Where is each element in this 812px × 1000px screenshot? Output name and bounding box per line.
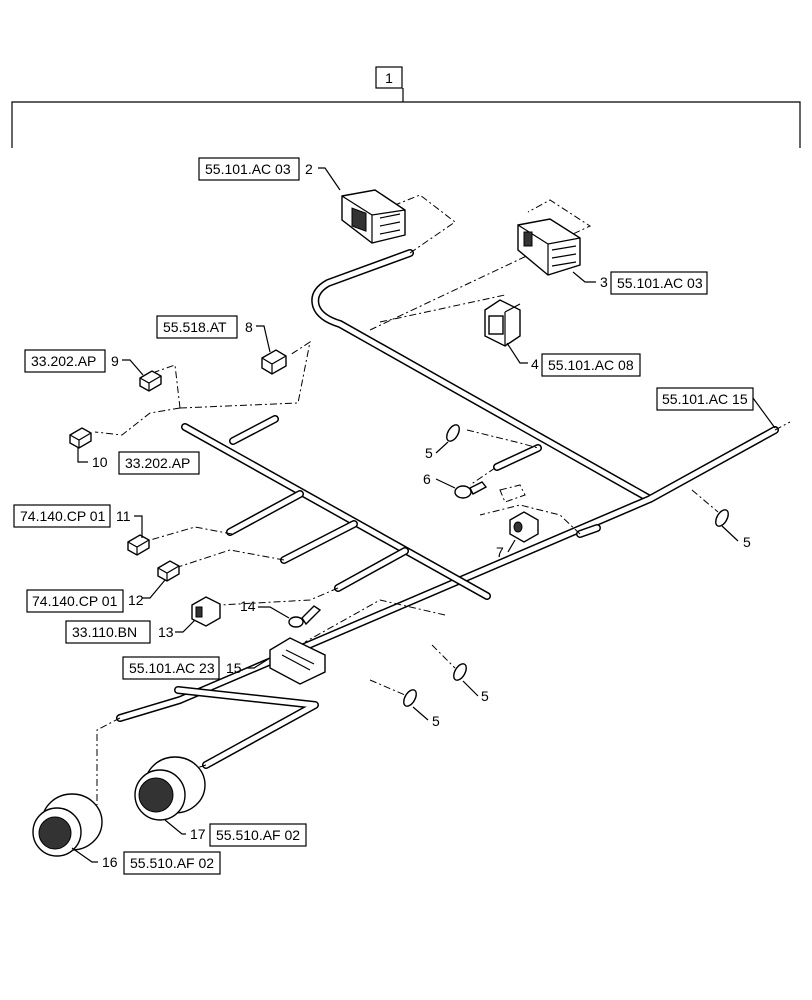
callout-17-ref: 55.510.AF 02 [216, 827, 300, 843]
ring-terminal-14-icon [288, 605, 322, 628]
callout-12-ref: 74.140.CP 01 [32, 593, 118, 609]
callout-6: 6 [423, 471, 456, 489]
callout-16-number: 16 [102, 854, 118, 870]
callout-11: 74.140.CP 01 11 [13, 504, 143, 538]
callout-3-number: 3 [600, 274, 608, 290]
callout-9: 33.202.AP 9 [24, 349, 144, 376]
callout-13: 33.110.BN 13 [65, 619, 196, 644]
callout-17-number: 17 [190, 826, 206, 842]
callout-13-ref: 33.110.BN [72, 624, 137, 640]
terminal-11-icon [127, 534, 150, 556]
callout-10-ref: 33.202.AP [125, 455, 190, 471]
callout-16-ref: 55.510.AF 02 [130, 855, 214, 871]
terminal-9-icon [139, 370, 162, 392]
harness-wires [116, 249, 779, 769]
callout-8-ref: 55.518.AT [163, 319, 227, 335]
callout-4-ref: 55.101.AC 08 [548, 357, 634, 373]
callout-5-c: 5 [462, 680, 489, 704]
callout-12: 12 74.140.CP 01 [26, 579, 166, 613]
callout-5-a: 5 [425, 441, 449, 461]
callout-10-number: 10 [92, 454, 108, 470]
callout-3-ref: 55.101.AC 03 [617, 275, 703, 291]
ecu-connector-2-icon [341, 189, 406, 244]
callout-11-number: 11 [116, 508, 131, 524]
callout-16: 16 55.510.AF 02 [71, 847, 221, 875]
callout-2-ref: 55.101.AC 03 [205, 161, 291, 177]
callout-10: 10 33.202.AP [77, 447, 200, 475]
connector-15-icon [269, 637, 326, 685]
terminal-12-icon [157, 560, 180, 582]
ring-terminal-6-icon [454, 481, 526, 503]
callout-4-number: 4 [531, 356, 539, 372]
callout-9-ref: 33.202.AP [31, 353, 96, 369]
callout-5a-number: 5 [425, 445, 433, 461]
connector-7-icon [509, 511, 539, 543]
callout-5-b: 55.101.AC 15 5 [656, 387, 776, 550]
callout-17: 17 55.510.AF 02 [164, 819, 307, 847]
callout-9-number: 9 [111, 353, 119, 369]
assembly-number: 1 [385, 70, 393, 86]
terminal-10-icon [69, 427, 92, 449]
callout-2-number: 2 [305, 161, 313, 177]
terminal-8-icon [261, 349, 287, 375]
callout-5b-ref: 55.101.AC 15 [662, 391, 748, 407]
callout-12-number: 12 [128, 592, 144, 608]
dashed-leaders [94, 194, 791, 805]
ecu-connector-3-icon [517, 218, 581, 276]
callout-5d-number: 5 [432, 713, 440, 729]
callout-2: 55.101.AC 03 2 [198, 157, 341, 191]
callout-5b-number: 5 [743, 534, 751, 550]
cable-tie-icons [403, 424, 729, 707]
callout-4: 4 55.101.AC 08 [506, 342, 641, 377]
callout-5-d: 5 [412, 706, 440, 729]
callout-8-number: 8 [245, 319, 253, 335]
callout-11-ref: 74.140.CP 01 [20, 508, 106, 524]
callout-15: 55.101.AC 23 15 [122, 656, 271, 680]
callout-6-number: 6 [423, 471, 431, 487]
callout-15-ref: 55.101.AC 23 [129, 660, 215, 676]
callout-5c-number: 5 [481, 688, 489, 704]
callout-8: 55.518.AT 8 [156, 315, 271, 353]
callout-7: 7 [496, 539, 516, 560]
callout-15-number: 15 [226, 660, 242, 676]
connector-13-icon [191, 596, 221, 627]
assembly-bracket: 1 [11, 66, 801, 148]
callout-7-number: 7 [496, 544, 504, 560]
round-connector-17-icon [134, 756, 206, 821]
connector-4-icon [484, 299, 521, 347]
round-connector-16-icon [32, 793, 103, 857]
callout-13-number: 13 [158, 624, 174, 640]
callout-14-number: 14 [240, 598, 256, 614]
callout-14: 14 [240, 598, 290, 619]
callout-3: 3 55.101.AC 03 [572, 271, 708, 295]
